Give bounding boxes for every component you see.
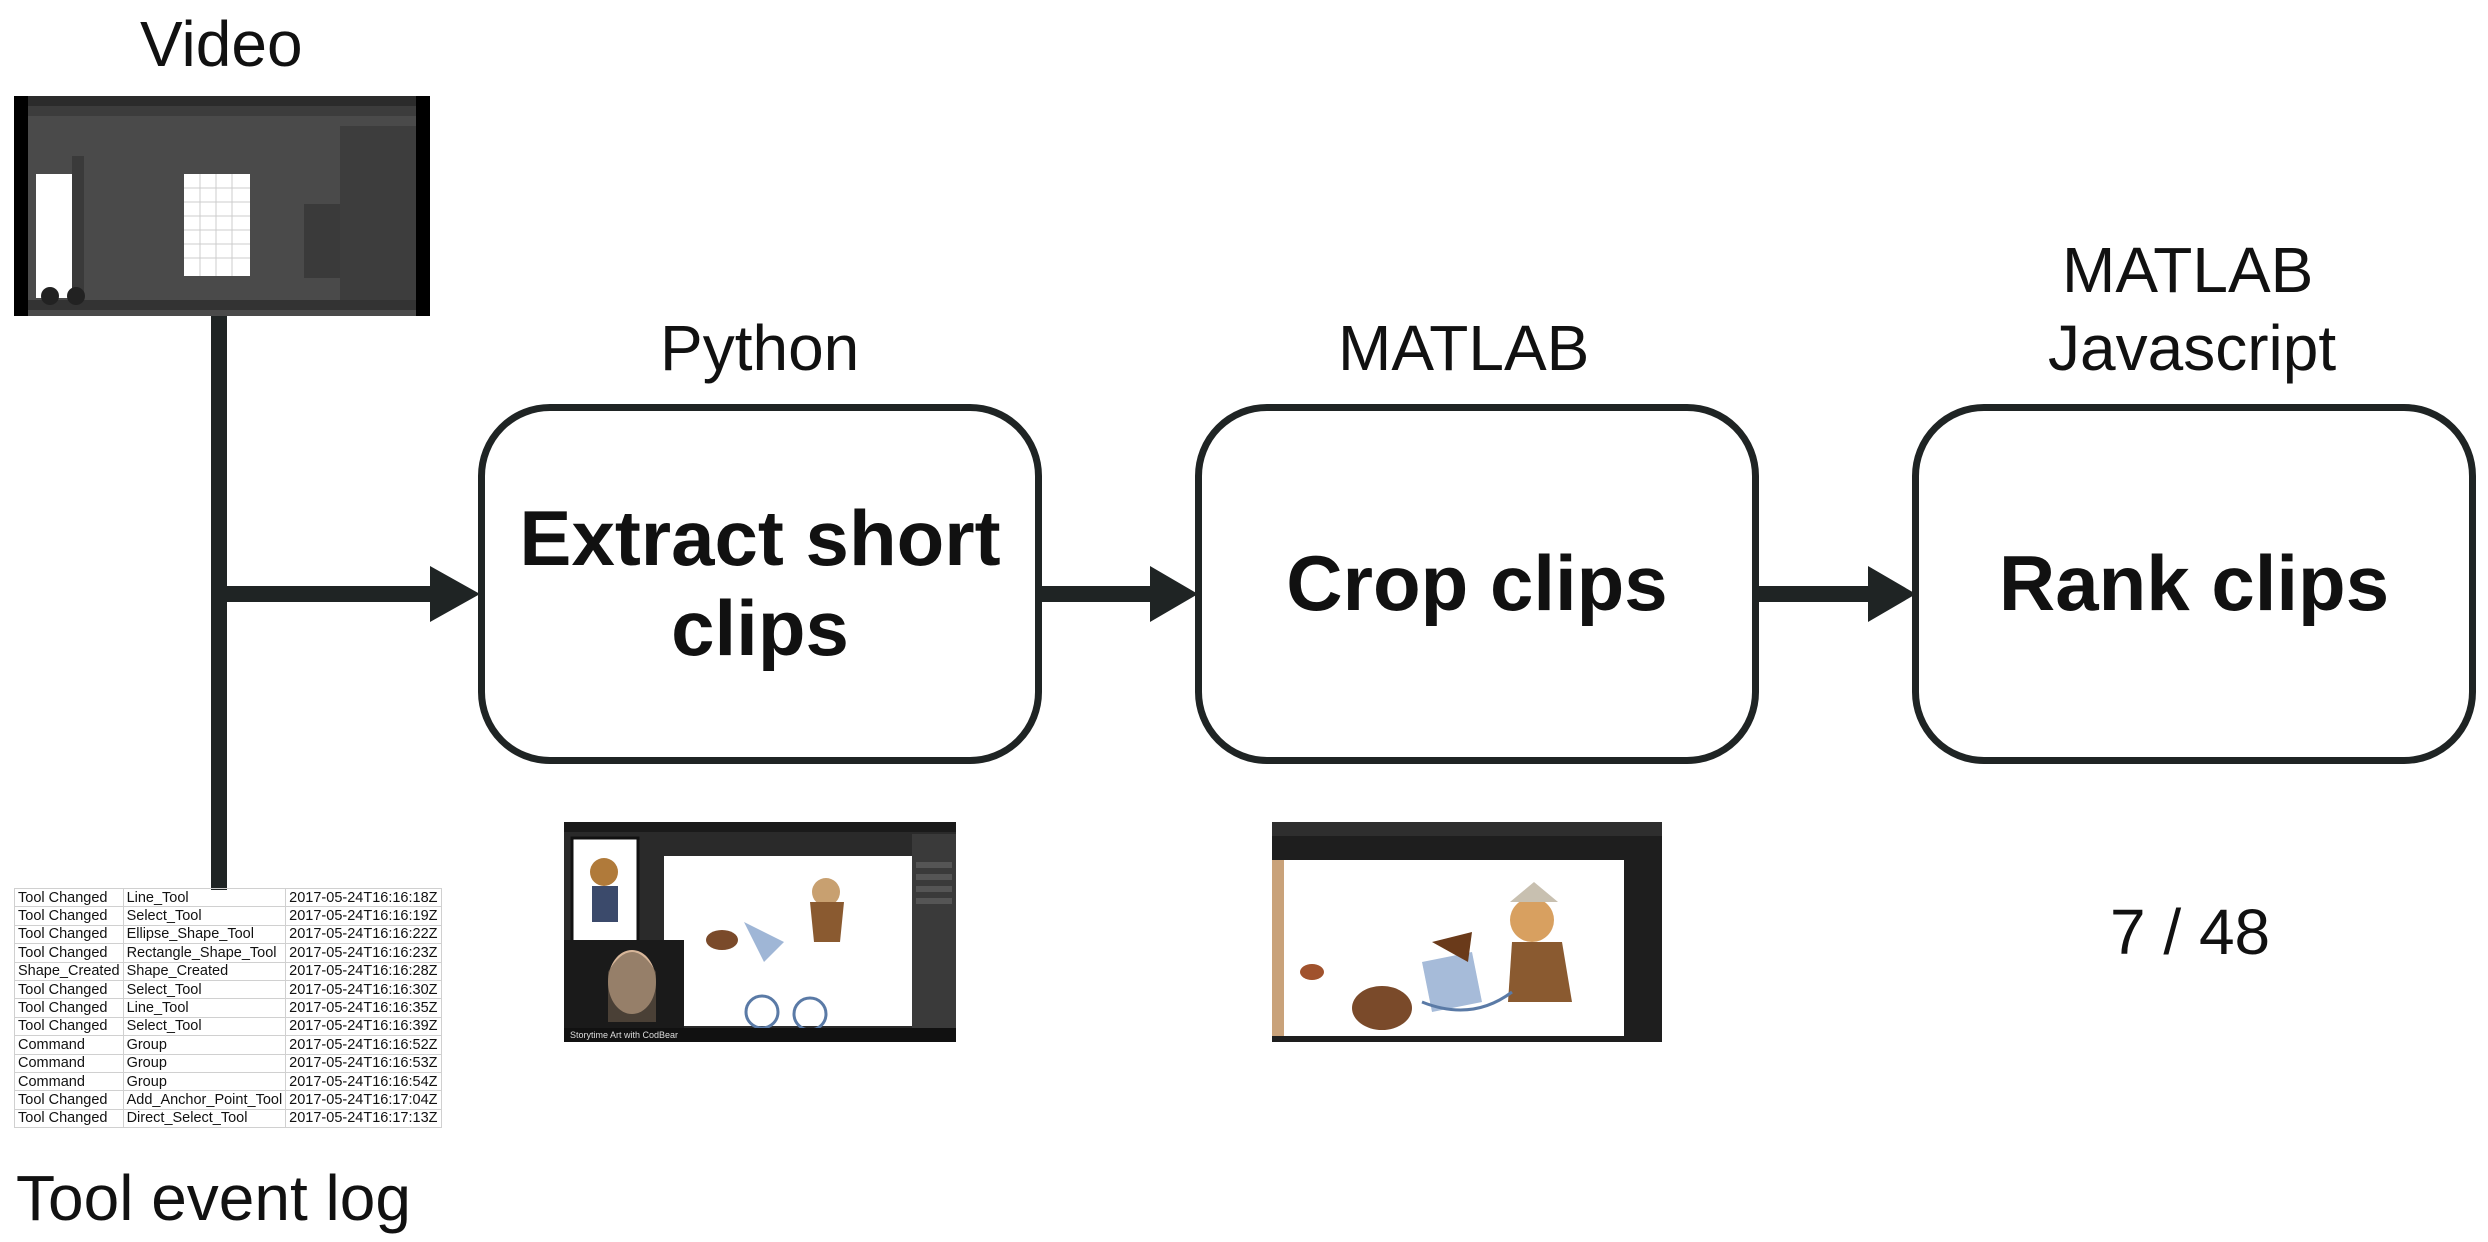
log-cell-tool: Select_Tool — [122, 979, 287, 1000]
extract-clips-title-line1: Extract short — [519, 494, 1001, 583]
log-cell-timestamp: 2017-05-24T16:16:18Z — [285, 887, 442, 908]
log-cell-event: Tool Changed — [14, 1016, 124, 1037]
log-cell-timestamp: 2017-05-24T16:17:04Z — [285, 1090, 442, 1110]
log-cell-event: Tool Changed — [14, 943, 124, 963]
stage-3-language-line2: Javascript — [2048, 312, 2337, 384]
tool-event-log-label: Tool event log — [16, 1162, 411, 1234]
log-cell-event: Tool Changed — [14, 998, 124, 1018]
stage-3-language-line1: MATLAB — [2062, 234, 2314, 306]
short-clip-caption: Storytime Art with CodBear — [570, 1030, 678, 1040]
log-cell-timestamp: 2017-05-24T16:16:28Z — [285, 961, 442, 981]
video-label: Video — [140, 8, 303, 80]
crop-clips-title: Crop clips — [1286, 539, 1668, 628]
log-cell-tool: Group — [122, 1053, 287, 1073]
log-cell-timestamp: 2017-05-24T16:16:22Z — [285, 924, 442, 945]
log-cell-timestamp: 2017-05-24T16:16:35Z — [285, 998, 442, 1018]
crop-clips-box: Crop clips — [1195, 404, 1759, 764]
log-cell-tool: Ellipse_Shape_Tool — [122, 924, 287, 945]
arrow-head-2 — [1150, 566, 1198, 622]
cropped-clip-image — [1272, 822, 1662, 1036]
branch-line — [227, 586, 437, 602]
extract-clips-title-line2: clips — [671, 584, 849, 672]
log-cell-event: Shape_Created — [14, 961, 124, 981]
log-cell-tool: Group — [122, 1071, 287, 1092]
log-cell-event: Tool Changed — [14, 1108, 124, 1129]
vertical-trunk-line — [211, 316, 227, 890]
log-cell-tool: Group — [122, 1035, 287, 1055]
log-cell-tool: Rectangle_Shape_Tool — [122, 943, 287, 963]
log-cell-event: Tool Changed — [14, 979, 124, 1000]
log-cell-tool: Select_Tool — [122, 906, 287, 926]
arrow-head-1 — [430, 566, 480, 622]
log-cell-timestamp: 2017-05-24T16:16:19Z — [285, 906, 442, 926]
log-cell-tool: Line_Tool — [122, 887, 287, 908]
log-cell-tool: Shape_Created — [122, 961, 287, 981]
stage-2-language: MATLAB — [1338, 312, 1590, 384]
log-cell-tool: Add_Anchor_Point_Tool — [122, 1090, 287, 1110]
log-cell-timestamp: 2017-05-24T16:16:53Z — [285, 1053, 442, 1073]
log-cell-tool: Direct_Select_Tool — [122, 1108, 287, 1129]
log-cell-tool: Line_Tool — [122, 998, 287, 1018]
log-cell-event: Tool Changed — [14, 1090, 124, 1110]
log-cell-timestamp: 2017-05-24T16:17:13Z — [285, 1108, 442, 1129]
log-cell-timestamp: 2017-05-24T16:16:30Z — [285, 979, 442, 1000]
arrow-line-3 — [1758, 586, 1878, 602]
log-cell-tool: Select_Tool — [122, 1016, 287, 1037]
log-cell-event: Tool Changed — [14, 906, 124, 926]
short-clip-image: Storytime Art with CodBear — [564, 822, 956, 1042]
log-cell-timestamp: 2017-05-24T16:16:54Z — [285, 1071, 442, 1092]
page-counter: 7 / 48 — [2110, 896, 2271, 968]
log-cell-event: Command — [14, 1053, 124, 1073]
arrow-head-3 — [1868, 566, 1916, 622]
video-thumbnail — [14, 96, 430, 316]
short-clip-thumbnail: Storytime Art with CodBear — [564, 822, 956, 1042]
log-cell-timestamp: 2017-05-24T16:16:39Z — [285, 1016, 442, 1037]
log-cell-event: Command — [14, 1035, 124, 1055]
log-cell-timestamp: 2017-05-24T16:16:52Z — [285, 1035, 442, 1055]
rank-clips-box: Rank clips — [1912, 404, 2476, 764]
extract-clips-box: Extract short clips — [478, 404, 1042, 764]
stage-1-language: Python — [660, 312, 860, 384]
log-cell-event: Tool Changed — [14, 887, 124, 908]
arrow-line-2 — [1040, 586, 1160, 602]
log-cell-event: Command — [14, 1071, 124, 1092]
cropped-clip-thumbnail — [1272, 822, 1662, 1042]
video-frame-image — [28, 96, 416, 316]
rank-clips-title: Rank clips — [1998, 539, 2390, 628]
log-cell-timestamp: 2017-05-24T16:16:23Z — [285, 943, 442, 963]
log-cell-event: Tool Changed — [14, 924, 124, 945]
